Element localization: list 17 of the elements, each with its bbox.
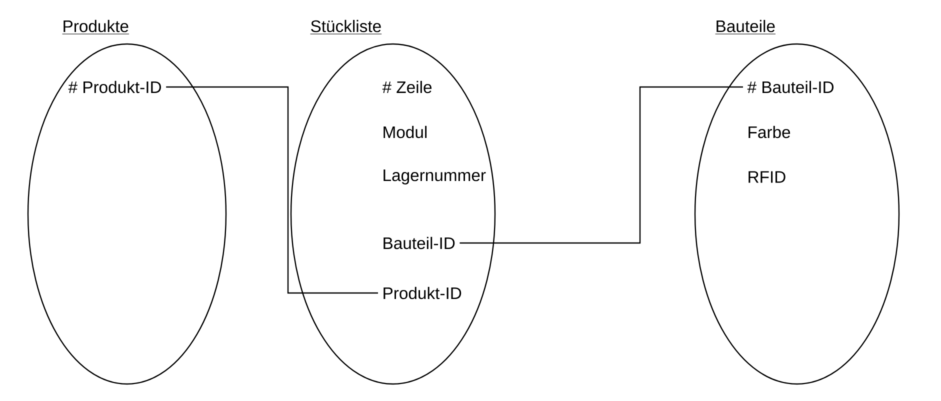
attribute-text: # Bauteil-ID — [747, 80, 834, 94]
attribute-text: # Produkt-ID — [68, 80, 161, 94]
connector-line — [460, 86, 743, 244]
attribute-text: Lagernummer — [384, 170, 486, 184]
attribute-text: Modul — [384, 126, 427, 138]
attribute-text: RFID — [748, 171, 786, 183]
entity-ellipse — [27, 43, 227, 385]
entity-ellipse — [694, 43, 900, 385]
attribute-text: Bauteil-ID — [384, 236, 455, 250]
entity-ellipse — [290, 43, 496, 385]
connector-line — [166, 86, 378, 294]
entity-heading: Stückliste — [310, 20, 382, 34]
attribute-text: # Zeile — [382, 80, 432, 94]
entity-heading: Produkte — [62, 20, 130, 34]
entity-heading: Bauteile — [715, 20, 776, 34]
attribute-text: Farbe — [748, 126, 790, 138]
attribute-text: Produkt-ID — [384, 286, 462, 300]
